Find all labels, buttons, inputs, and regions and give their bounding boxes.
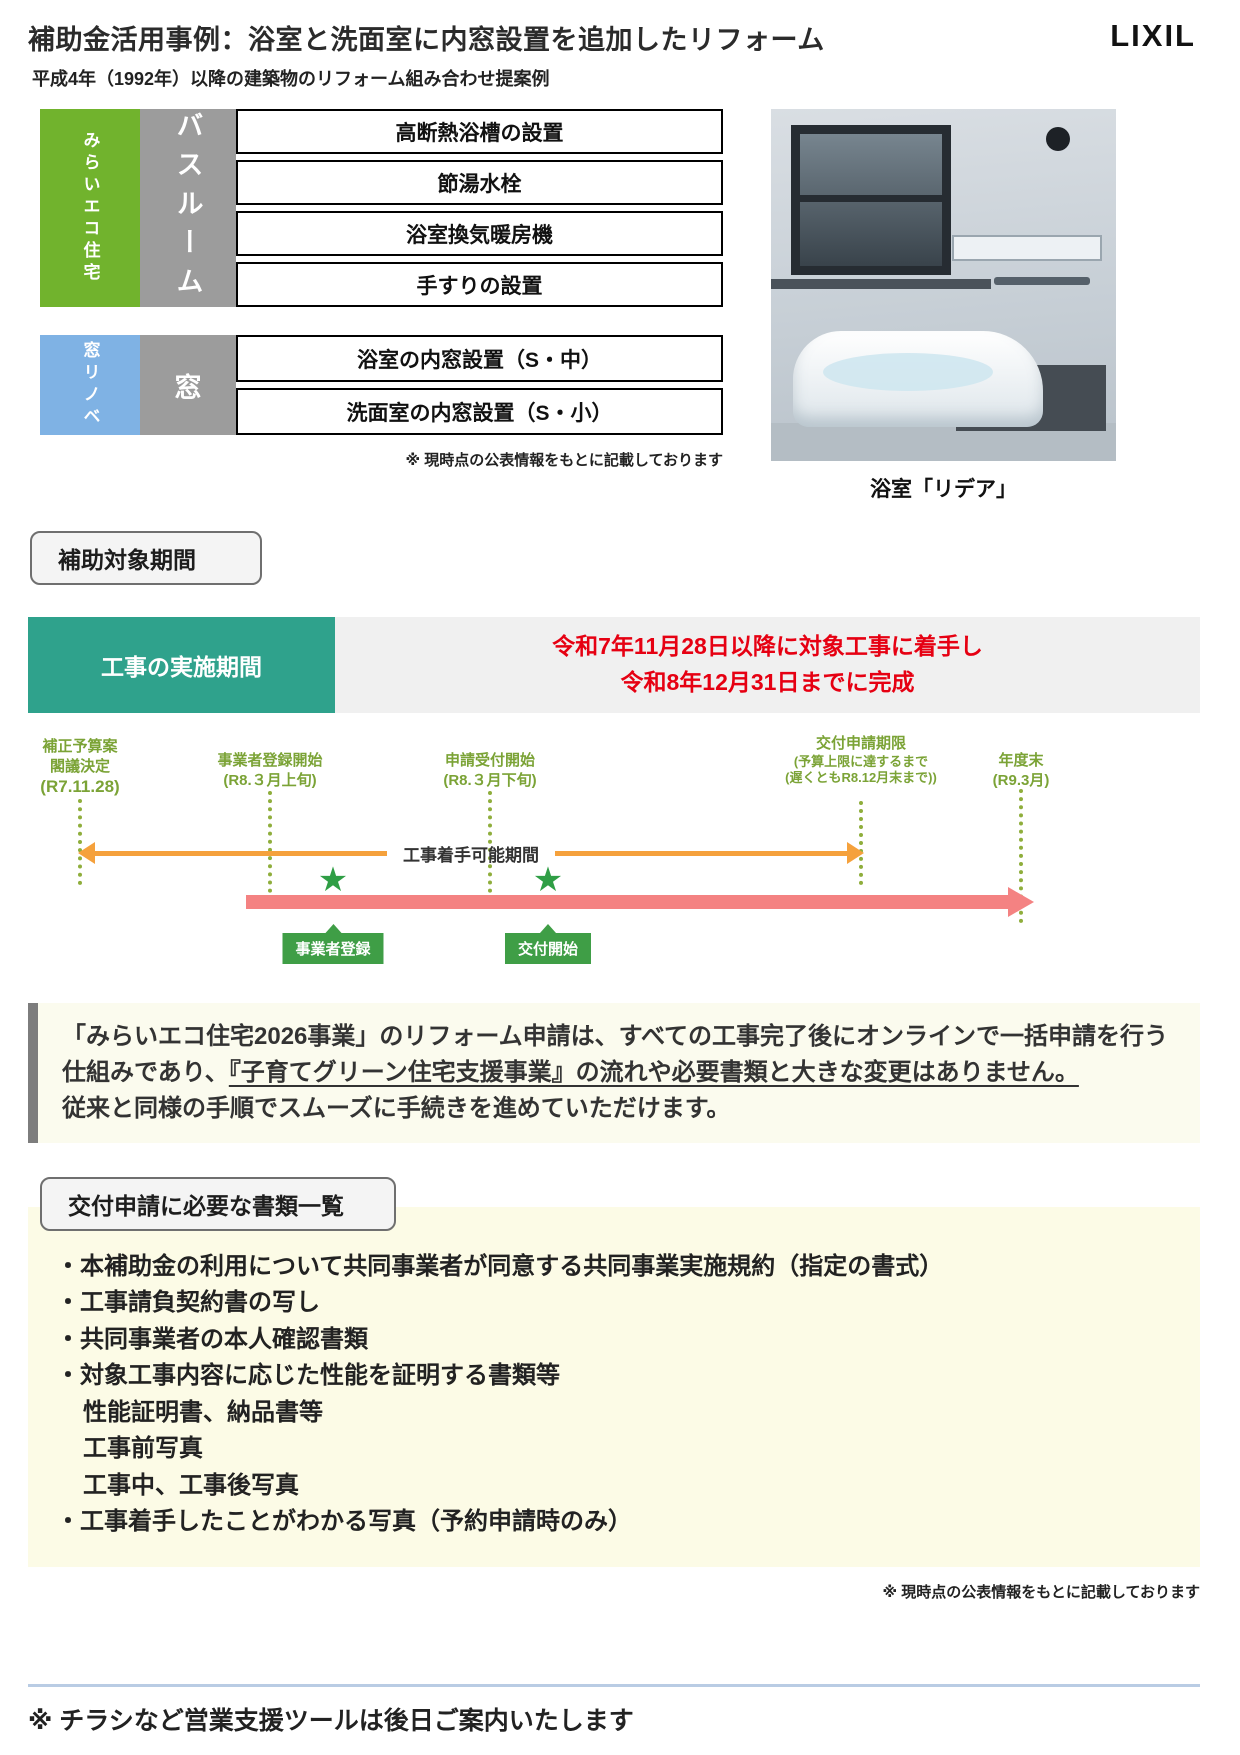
arrow-right-head [847,842,864,864]
page-title: 補助金活用事例：浴室と洗面室に内窓設置を追加したリフォーム [28,25,825,55]
window-graphic [791,125,951,275]
application-notice: 「みらいエコ住宅2026事業」のリフォーム申請は、すべての工事完了後にオンライン… [28,1003,1200,1143]
table-row: 手すりの設置 [236,262,723,307]
window-rows: 浴室の内窓設置（S・中） 洗面室の内窓設置（S・小） [236,335,723,435]
milestone-contractor-registration: 事業者登録開始 (R8.３月上旬) [217,752,323,789]
star-icon: ★ [532,861,564,899]
timeline: 補正予算案 閣議決定 (R7.11.28) 事業者登録開始 (R8.３月上旬) … [28,729,1200,977]
list-item: 性能証明書、納品書等 [83,1398,323,1426]
disclaimer-note: ※ 現時点の公表情報をもとに記載しております [405,452,723,469]
eco-rows: 高断熱浴槽の設置 節湯水栓 浴室換気暖房機 手すりの設置 [236,109,723,307]
program-section: みらいエコ住宅 バスルーム 高断熱浴槽の設置 節湯水栓 浴室換気暖房機 手すりの… [28,109,1200,503]
list-item: 工事中、工事後写真 [83,1471,299,1499]
photo-column: 浴室「リデア」 [771,109,1116,503]
header: 補助金活用事例：浴室と洗面室に内窓設置を追加したリフォーム LIXIL [28,18,1200,57]
window-reno-table: 窓リノベ 窓 浴室の内窓設置（S・中） 洗面室の内窓設置（S・小） [40,335,723,435]
list-item: ・対象工事内容に応じた性能を証明する書類等 [56,1362,560,1390]
milestone-fiscal-year-end: 年度末 (R9.3月) [992,752,1050,789]
window-category-label: 窓リノベ [80,341,100,429]
table-row: 節湯水栓 [236,160,723,205]
window-group-label: 窓 [174,372,202,403]
milestone-application-start: 申請受付開始 (R8.３月下旬) [443,752,537,789]
construction-window-arrow: 工事着手可能期間 [78,841,864,865]
mirror-graphic [952,235,1102,261]
period-line-1: 令和7年11月28日以降に対象工事に着手し [552,633,983,660]
documents-list-box: ・本補助金の利用について共同事業者が同意する共同事業実施規約（指定の書式） ・工… [28,1207,1200,1567]
program-tables: みらいエコ住宅 バスルーム 高断熱浴槽の設置 節湯水栓 浴室換気暖房機 手すりの… [40,109,723,503]
arrow-left-head [78,842,95,864]
eco-house-table: みらいエコ住宅 バスルーム 高断熱浴槽の設置 節湯水栓 浴室換気暖房機 手すりの… [40,109,723,307]
notice-underlined-text: 『子育てグリーン住宅支援事業』の流れや必要書類と大きな変更はありません。 [228,1059,1079,1086]
milestone-application-deadline: 交付申請期限 (予算上限に達するまで (遅くともR8.12月末まで)) [785,735,937,786]
window-group-cell: 窓 [140,335,236,435]
bathroom-photo [771,109,1116,461]
notice-text-2: 従来と同様の手順でスムーズに手続きを進めていただけます。 [62,1095,731,1122]
window-sill-graphic [771,279,991,289]
schedule-arrow-head [1008,887,1034,917]
list-item: ・工事請負契約書の写し [56,1289,320,1317]
schedule-arrow [246,895,1008,909]
lixil-logo: LIXIL [1110,18,1196,53]
contractor-registration-tag: 事業者登録 [282,924,384,964]
eco-category-label: みらいエコ住宅 [80,131,100,285]
list-item: ・共同事業者の本人確認書類 [56,1325,368,1353]
grant-start-tag: 交付開始 [504,924,592,964]
page-subtitle: 平成4年（1992年）以降の建築物のリフォーム組み合わせ提案例 [32,69,550,89]
notice-text-1: 「みらいエコ住宅2026事業」のリフォーム申請は、すべての工事完了後にオンライン… [62,1023,1169,1086]
list-item: 工事前写真 [83,1435,203,1463]
list-item: ・工事着手したことがわかる写真（予約申請時のみ） [56,1508,632,1536]
period-line-2: 令和8年12月31日までに完成 [620,669,915,695]
dotted-guide-line [1019,789,1023,923]
period-box: 工事の実施期間 令和7年11月28日以降に対象工事に着手し 令和8年12月31日… [28,617,1200,713]
construction-window-label: 工事着手可能期間 [403,845,539,865]
fixture-graphic [994,277,1090,285]
disclaimer-note: ※ 現時点の公表情報をもとに記載しております [882,1583,1200,1601]
dotted-guide-line [488,791,492,909]
bath-water-graphic [823,353,993,391]
photo-caption: 浴室「リデア」 [870,478,1017,501]
window-category-cell: 窓リノベ [40,335,140,435]
bathroom-group-cell: バスルーム [140,109,236,307]
eco-category-cell: みらいエコ住宅 [40,109,140,307]
period-label: 工事の実施期間 [28,617,335,713]
footer-note: ※ チラシなど営業支援ツールは後日ご案内いたします [28,1684,1200,1755]
star-icon: ★ [317,861,349,899]
period-section-heading: 補助対象期間 [30,531,262,585]
documents-section-heading: 交付申請に必要な書類一覧 [40,1177,396,1231]
shower-head-graphic [1046,127,1070,151]
table-row: 洗面室の内窓設置（S・小） [236,388,723,435]
period-detail: 令和7年11月28日以降に対象工事に着手し 令和8年12月31日までに完成 [335,617,1200,713]
list-item: ・本補助金の利用について共同事業者が同意する共同事業実施規約（指定の書式） [56,1253,944,1280]
table-row: 浴室換気暖房機 [236,211,723,256]
table-row: 浴室の内窓設置（S・中） [236,335,723,382]
table-row: 高断熱浴槽の設置 [236,109,723,154]
milestone-cabinet-decision: 補正予算案 閣議決定 (R7.11.28) [40,738,120,796]
dotted-guide-line [268,791,272,909]
bathroom-group-label: バスルーム [172,110,203,306]
